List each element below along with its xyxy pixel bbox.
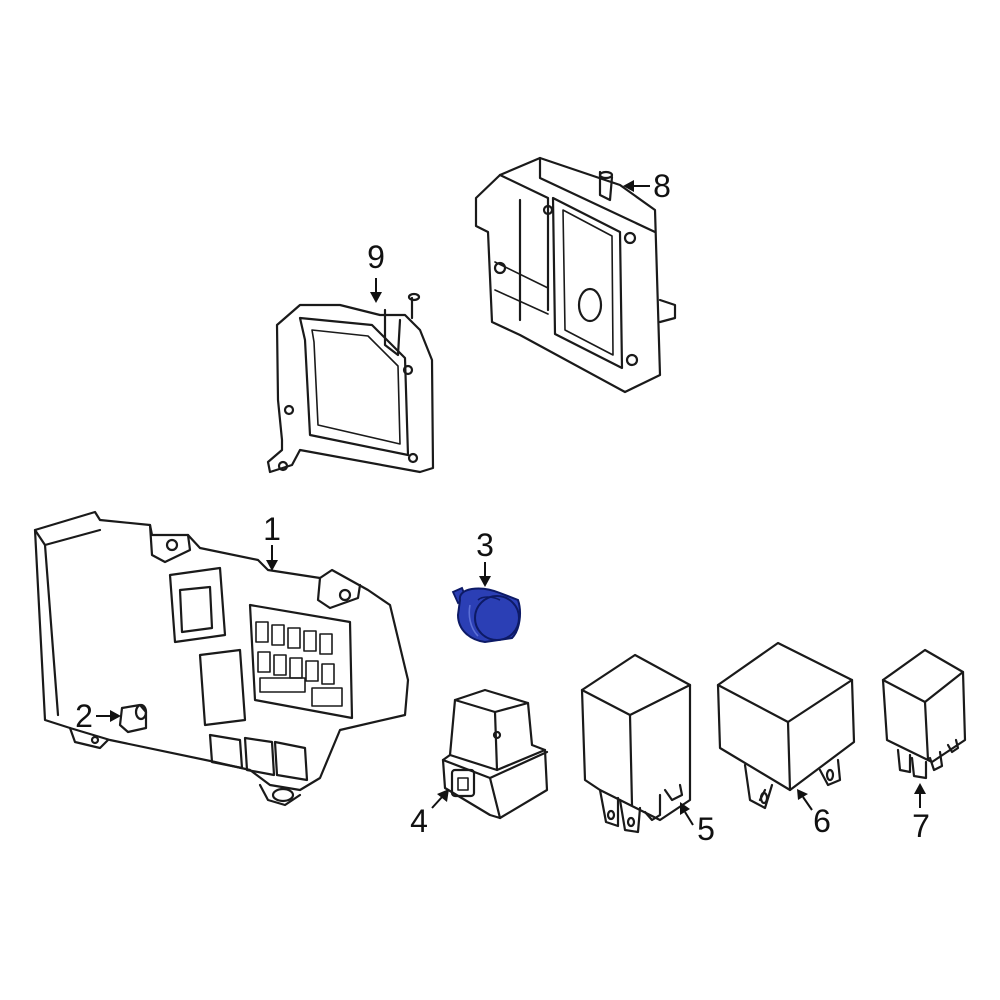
leader-lines bbox=[96, 180, 926, 826]
callout-3: 3 bbox=[476, 527, 494, 563]
callout-4: 4 bbox=[410, 803, 428, 839]
part-6-relay[interactable] bbox=[716, 641, 856, 810]
part-7-relay[interactable] bbox=[881, 648, 967, 780]
part-3-highlighted-connector[interactable] bbox=[451, 586, 521, 644]
callout-2: 2 bbox=[75, 698, 93, 734]
callout-7: 7 bbox=[912, 808, 930, 844]
part-2-cap[interactable] bbox=[118, 703, 148, 734]
callout-9: 9 bbox=[367, 239, 385, 275]
callout-1: 1 bbox=[263, 511, 281, 547]
callout-6: 6 bbox=[813, 803, 831, 839]
callout-8: 8 bbox=[653, 168, 671, 204]
part-5-relay[interactable] bbox=[580, 653, 692, 834]
callout-5: 5 bbox=[697, 811, 715, 847]
part-1-junction-box[interactable] bbox=[33, 510, 410, 807]
part-9-bracket[interactable] bbox=[266, 292, 435, 474]
callout-labels: 1 2 3 4 5 6 7 8 9 bbox=[75, 168, 930, 847]
part-4-relay[interactable] bbox=[441, 688, 549, 820]
part-8-control-module[interactable] bbox=[474, 156, 677, 394]
